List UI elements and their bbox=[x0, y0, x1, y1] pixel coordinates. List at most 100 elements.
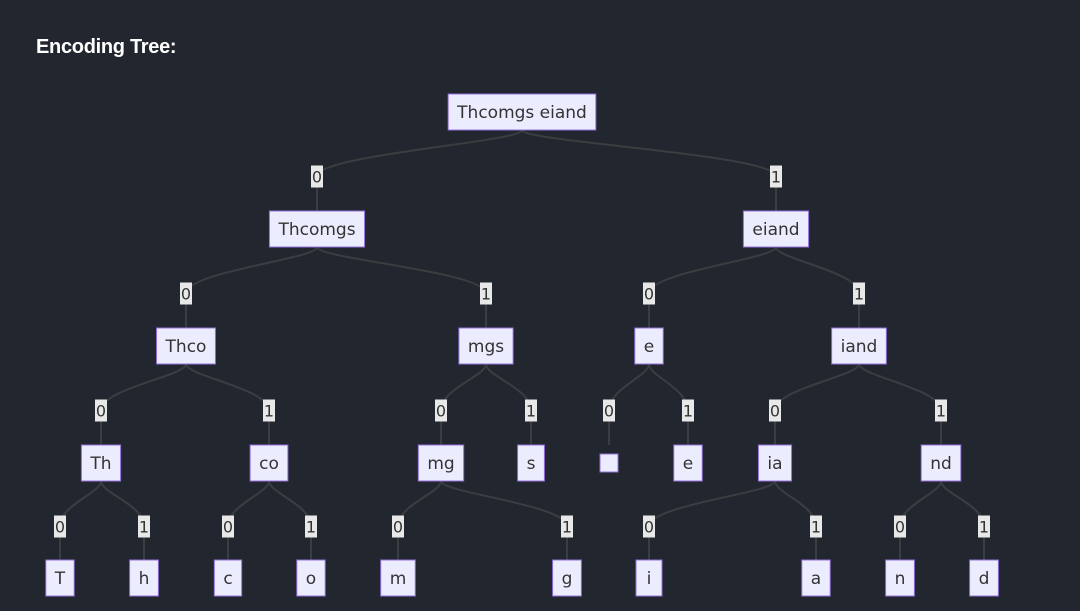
edge-label-text: 0 bbox=[644, 285, 654, 304]
edge-label: 0 bbox=[643, 282, 655, 305]
page-title: Encoding Tree: bbox=[36, 36, 177, 58]
edge-label-text: 0 bbox=[604, 402, 614, 421]
edge-label: 1 bbox=[138, 515, 150, 538]
tree-node: g bbox=[552, 559, 582, 597]
edge-label-text: 1 bbox=[306, 518, 316, 537]
tree-node: m bbox=[380, 559, 416, 597]
tree-node: ia bbox=[757, 444, 793, 482]
edge-label-text: 1 bbox=[139, 518, 149, 537]
edge-label-text: 0 bbox=[223, 518, 233, 537]
edge-labels-layer: 0 1 0 1 0 1 0 1 0 1 0 1 0 1 0 1 0 1 0 1 0 1 0 1 bbox=[54, 165, 990, 538]
tree-node-label: co bbox=[259, 454, 279, 474]
edge-label: 1 bbox=[561, 515, 573, 538]
edge-label: 0 bbox=[392, 515, 404, 538]
edge-label: 1 bbox=[770, 165, 782, 188]
edge-label-text: 0 bbox=[181, 285, 191, 304]
edge-label-text: 1 bbox=[683, 402, 693, 421]
tree-edge bbox=[774, 363, 860, 445]
edge-label: 0 bbox=[769, 399, 781, 422]
tree-edge bbox=[397, 480, 442, 560]
edge-label: 1 bbox=[978, 515, 990, 538]
edge-label: 1 bbox=[480, 282, 492, 305]
tree-node: Th bbox=[80, 444, 122, 482]
edge-label-text: 0 bbox=[770, 402, 780, 421]
tree-node-label: eiand bbox=[752, 220, 799, 240]
edge-label: 1 bbox=[682, 399, 694, 422]
edge-label-text: 0 bbox=[96, 402, 106, 421]
tree-node: h bbox=[129, 559, 159, 597]
tree-node-label: e bbox=[644, 337, 654, 357]
edge-label: 1 bbox=[263, 399, 275, 422]
tree-node-label: ia bbox=[767, 454, 782, 474]
edge-label: 1 bbox=[935, 399, 947, 422]
tree-node: n bbox=[885, 559, 915, 597]
edge-label-text: 0 bbox=[644, 518, 654, 537]
tree-node-label: o bbox=[306, 569, 316, 589]
edge-label-text: 1 bbox=[481, 285, 491, 304]
tree-node-label: Thco bbox=[165, 337, 207, 357]
tree-edge bbox=[268, 480, 312, 560]
edge-label-text: 0 bbox=[895, 518, 905, 537]
tree-node: Thcomgs bbox=[268, 210, 366, 248]
edge-label: 1 bbox=[305, 515, 317, 538]
edge-label: 0 bbox=[603, 399, 615, 422]
tree-edge bbox=[485, 363, 532, 445]
edge-label-text: 0 bbox=[55, 518, 65, 537]
tree-node: iand bbox=[831, 327, 887, 365]
tree-node-label: T bbox=[54, 569, 66, 589]
tree-node-label: mg bbox=[427, 454, 454, 474]
edge-label: 0 bbox=[435, 399, 447, 422]
tree-node: o bbox=[296, 559, 326, 597]
tree-edge bbox=[185, 246, 318, 328]
tree-edge bbox=[316, 246, 487, 328]
edge-label: 0 bbox=[180, 282, 192, 305]
tree-node-label: i bbox=[647, 569, 652, 589]
edge-label-text: 1 bbox=[562, 518, 572, 537]
tree-node: Thcomgs eiand bbox=[447, 93, 597, 131]
edge-label-text: 0 bbox=[312, 168, 322, 187]
tree-node-label: m bbox=[390, 569, 407, 589]
tree-node: e bbox=[673, 444, 703, 482]
edge-label-text: 1 bbox=[264, 402, 274, 421]
tree-edge bbox=[227, 480, 270, 560]
edge-label-text: 1 bbox=[771, 168, 781, 187]
tree-edge bbox=[648, 246, 777, 328]
tree-node: mgs bbox=[458, 327, 514, 365]
tree-node-label: a bbox=[811, 569, 821, 589]
edge-label: 0 bbox=[311, 165, 323, 188]
tree-node-label: e bbox=[683, 454, 693, 474]
edge-label: 1 bbox=[525, 399, 537, 422]
tree-edge bbox=[59, 480, 102, 560]
edge-label-text: 1 bbox=[526, 402, 536, 421]
edge-label-text: 1 bbox=[854, 285, 864, 304]
edge-label: 0 bbox=[894, 515, 906, 538]
tree-node: nd bbox=[920, 444, 962, 482]
tree-node: a bbox=[801, 559, 831, 597]
tree-node: mg bbox=[417, 444, 465, 482]
tree-node: e bbox=[634, 327, 664, 365]
tree-node: s bbox=[517, 444, 545, 482]
edge-label-text: 1 bbox=[979, 518, 989, 537]
tree-edge bbox=[775, 246, 860, 328]
tree-edge bbox=[899, 480, 942, 560]
tree-edge bbox=[648, 480, 776, 560]
tree-node-label: d bbox=[979, 569, 990, 589]
tree-node-label: Th bbox=[89, 454, 111, 474]
tree-node-label: iand bbox=[841, 337, 878, 357]
edge-label: 1 bbox=[810, 515, 822, 538]
tree-node: i bbox=[635, 559, 663, 597]
tree-node-label: s bbox=[527, 454, 536, 474]
tree-edge bbox=[440, 480, 568, 560]
tree-node-label: g bbox=[562, 569, 573, 589]
tree-node-empty bbox=[599, 453, 619, 473]
edge-label: 0 bbox=[95, 399, 107, 422]
tree-edge bbox=[440, 363, 487, 445]
tree-edge bbox=[185, 363, 270, 445]
tree-edge bbox=[316, 129, 523, 211]
tree-node-label: Thcomgs bbox=[277, 220, 355, 240]
edge-label: 0 bbox=[643, 515, 655, 538]
tree-node: Thco bbox=[156, 327, 216, 365]
tree-edge bbox=[940, 480, 985, 560]
tree-node: d bbox=[969, 559, 999, 597]
